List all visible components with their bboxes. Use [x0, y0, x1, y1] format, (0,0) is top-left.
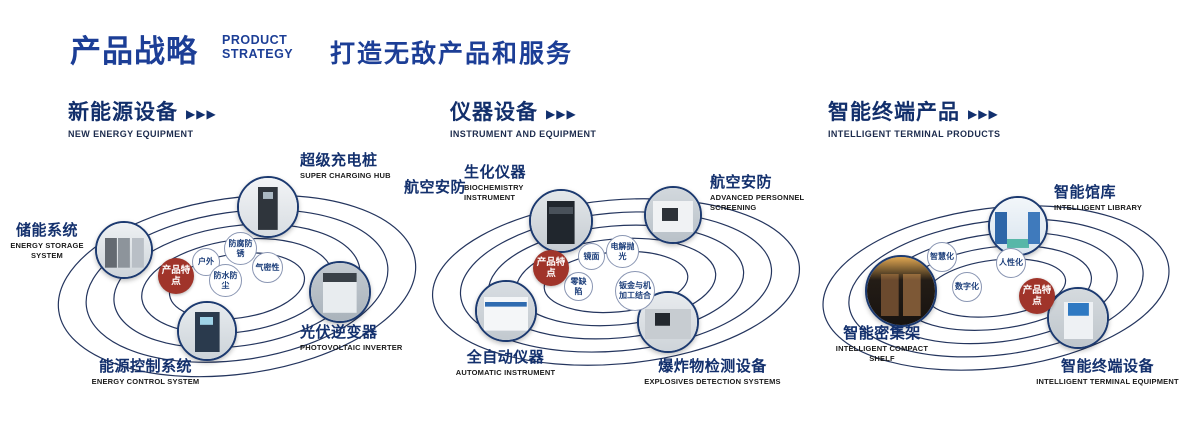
page-title: 产品战略 — [70, 34, 198, 69]
product-features-badge: 产品特点 — [158, 258, 194, 294]
section-header-new-energy: 新能源设备 ▶▶▶ NEW ENERGY EQUIPMENT — [68, 96, 217, 139]
feature-bubble: 钣金与机加工结合 — [615, 271, 655, 311]
node-explosives-detection — [637, 291, 699, 353]
node-personnel-screening — [644, 186, 702, 244]
section-title: 智能终端产品 — [828, 101, 960, 124]
page-title-tag: PRODUCT STRATEGY — [222, 33, 294, 61]
feature-bubble: 数字化 — [952, 272, 982, 302]
feature-bubble: 智慧化 — [927, 242, 957, 272]
node-intelligent-library — [988, 196, 1048, 256]
node-automatic-instrument — [475, 280, 537, 342]
energy-storage-photo — [97, 223, 151, 277]
section-header-intelligent-terminal: 智能终端产品 ▶▶▶ INTELLIGENT TERMINAL PRODUCTS — [828, 96, 1000, 139]
control-system-photo — [179, 303, 235, 359]
triple-arrow-icon: ▶▶▶ — [186, 107, 217, 121]
library-photo — [990, 198, 1046, 254]
automatic-instrument-photo — [477, 282, 535, 340]
feature-bubble: 防水防尘 — [209, 264, 242, 297]
terminal-equipment-photo — [1049, 289, 1107, 347]
feature-bubble: 防腐防锈 — [224, 232, 257, 265]
triple-arrow-icon: ▶▶▶ — [546, 107, 577, 121]
screening-photo — [646, 188, 700, 242]
charging-hub-photo — [239, 178, 297, 236]
section-header-instruments: 仪器设备 ▶▶▶ INSTRUMENT AND EQUIPMENT — [450, 96, 596, 139]
label-explosives-detection: 爆炸物检测设备 EXPLOSIVES DETECTION SYSTEMS — [644, 358, 781, 386]
section-subtitle: NEW ENERGY EQUIPMENT — [68, 129, 194, 139]
label-compact-shelf: 智能密集架 INTELLIGENT COMPACT SHELF — [835, 325, 929, 363]
triple-arrow-icon: ▶▶▶ — [968, 107, 999, 121]
inverter-photo — [311, 263, 369, 321]
label-energy-control: 能源控制系统 ENERGY CONTROL SYSTEM — [91, 358, 200, 386]
tag-line-1: PRODUCT — [222, 33, 288, 47]
section-title: 新能源设备 — [68, 101, 178, 124]
label-intelligent-library: 智能馆库 INTELLIGENT LIBRARY — [1054, 184, 1143, 212]
label-automatic-instrument: 全自动仪器 AUTOMATIC INSTRUMENT — [455, 349, 556, 377]
node-biochemistry-instrument — [529, 189, 593, 253]
label-super-charging-hub: 超级充电桩 SUPER CHARGING HUB — [300, 152, 391, 180]
label-photovoltaic-inverter: 光伏逆变器 PHOTOVOLTAIC INVERTER — [300, 324, 403, 352]
tag-line-2: STRATEGY — [222, 46, 294, 61]
feature-bubble: 镜面 — [578, 243, 605, 270]
label-biochemistry-instrument: 生化仪器 BIOCHEMISTRY INSTRUMENT — [464, 164, 527, 202]
feature-bubble: 气密性 — [252, 252, 283, 283]
node-super-charging-hub — [237, 176, 299, 238]
node-energy-control — [177, 301, 237, 361]
section-subtitle: INTELLIGENT TERMINAL PRODUCTS — [828, 129, 1001, 139]
label-aviation-security-side: 航空安防 — [404, 179, 467, 196]
node-energy-storage — [95, 221, 153, 279]
biochemistry-photo — [531, 191, 591, 251]
product-features-badge: 产品特点 — [533, 250, 569, 286]
section-subtitle: INSTRUMENT AND EQUIPMENT — [450, 129, 597, 139]
label-personnel-screening: 航空安防 ADVANCED PERSONNEL SCREENING — [710, 174, 805, 212]
section-title: 仪器设备 — [450, 101, 538, 124]
feature-bubble: 人性化 — [996, 248, 1026, 278]
feature-bubble: 电解抛光 — [606, 235, 639, 268]
label-terminal-equipment: 智能终端设备 INTELLIGENT TERMINAL EQUIPMENT — [1036, 358, 1179, 386]
label-energy-storage: 储能系统 ENERGY STORAGE SYSTEM — [10, 222, 84, 260]
product-features-badge: 产品特点 — [1019, 278, 1055, 314]
feature-bubble: 零缺陷 — [564, 272, 593, 301]
node-photovoltaic-inverter — [309, 261, 371, 323]
slogan: 打造无敌产品和服务 — [330, 40, 574, 68]
compact-shelf-photo — [867, 257, 935, 325]
node-compact-shelf — [865, 255, 937, 327]
node-terminal-equipment — [1047, 287, 1109, 349]
